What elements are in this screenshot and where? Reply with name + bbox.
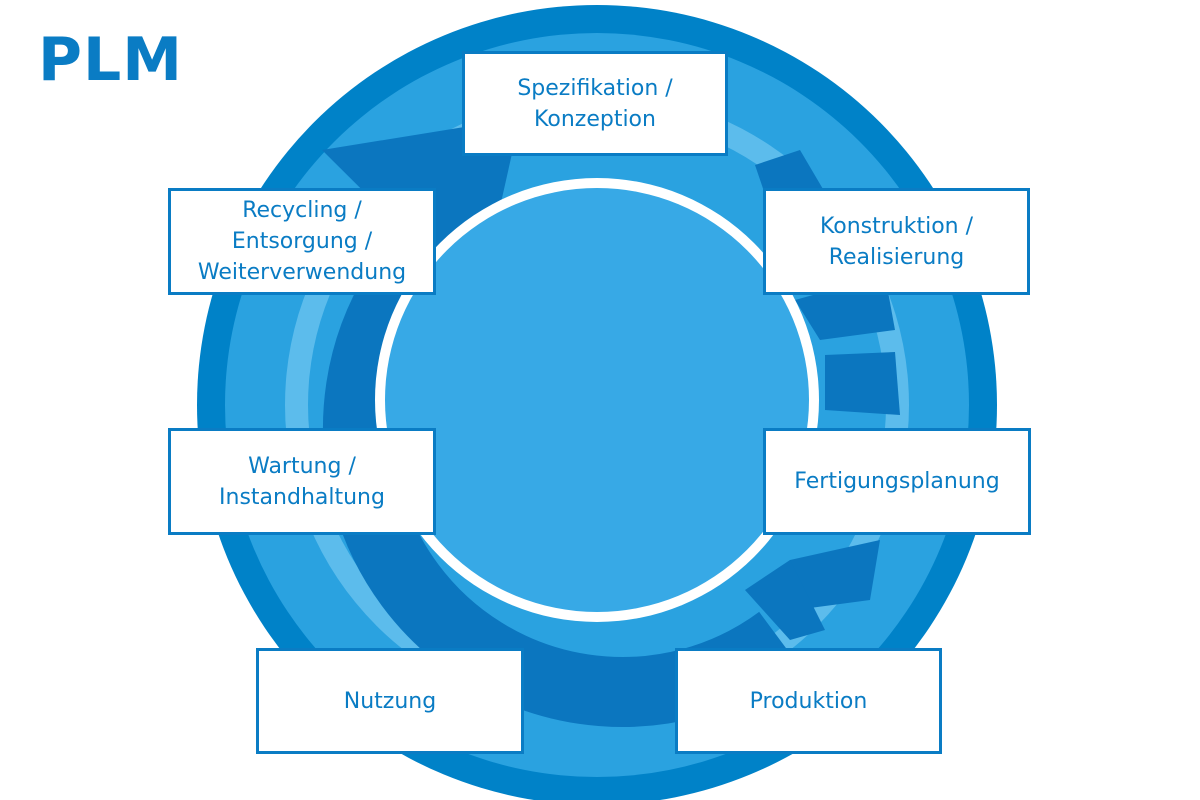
stage-box-fertigungsplanung: Fertigungsplanung [763, 428, 1031, 535]
arrow-segment-right [825, 352, 900, 415]
inner-circle [385, 188, 809, 612]
stage-label-recycling: Recycling / Entsorgung / Weiterverwendun… [197, 198, 407, 285]
stage-label-fertigungsplanung: Fertigungsplanung [794, 469, 1000, 494]
arrow-segment-bottom-right [745, 560, 825, 640]
stage-box-spezifikation: Spezifikation / Konzeption [462, 51, 728, 156]
stage-label-spezifikation: Spezifikation / Konzeption [517, 75, 673, 132]
lifecycle-arc [323, 186, 801, 727]
stage-label-wartung: Wartung / Instandhaltung [219, 453, 385, 510]
stage-box-wartung: Wartung / Instandhaltung [168, 428, 436, 535]
stage-box-nutzung: Nutzung [256, 648, 524, 754]
stage-label-konstruktion: Konstruktion / Realisierung [819, 213, 974, 270]
stage-box-produktion: Produktion [675, 648, 942, 754]
stage-label-nutzung: Nutzung [343, 688, 437, 714]
stage-box-recycling: Recycling / Entsorgung / Weiterverwendun… [168, 188, 436, 295]
stage-label-produktion: Produktion [749, 688, 868, 714]
page-title: PLM [38, 25, 183, 95]
stage-box-konstruktion: Konstruktion / Realisierung [763, 188, 1030, 295]
